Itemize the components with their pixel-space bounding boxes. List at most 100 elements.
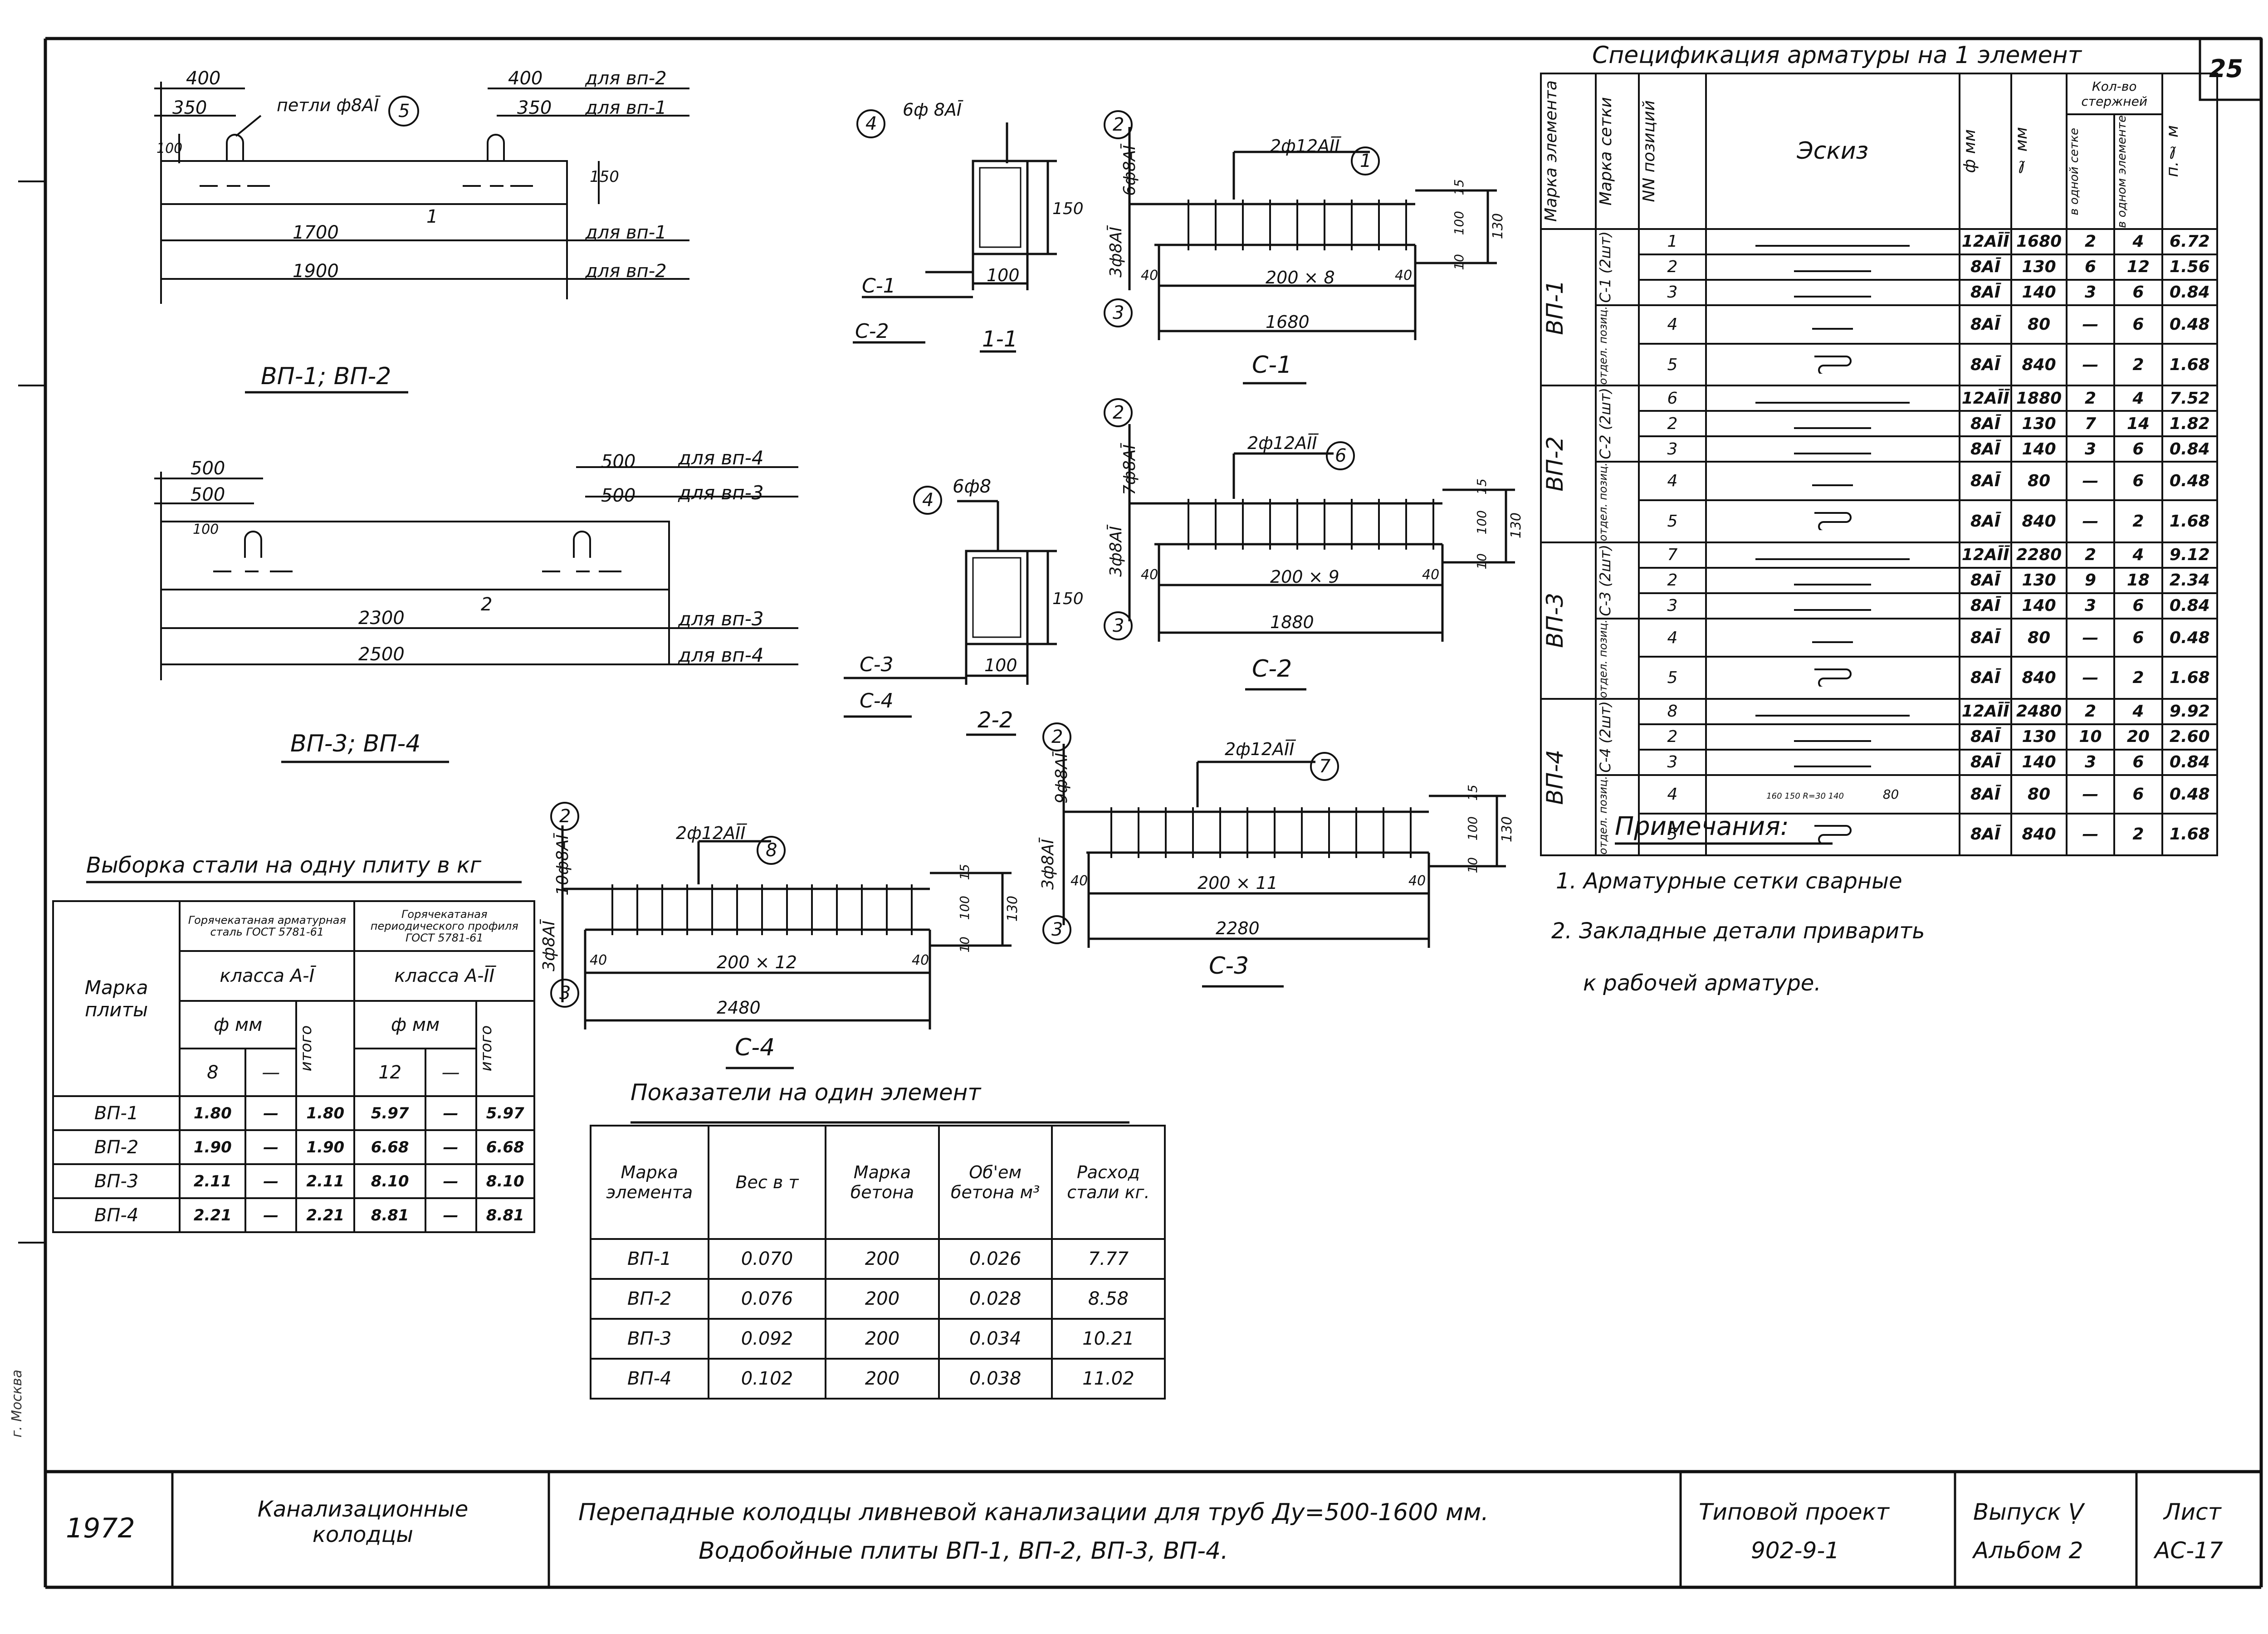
tb-sheet-code: АС-17 (2155, 1537, 2223, 1564)
tb-issue: Выпуск Ṿ (1973, 1499, 2084, 1525)
c4-edge-right: 40 (912, 952, 929, 968)
steel-value: — (424, 1129, 477, 1165)
spec-length: 140 (2010, 748, 2068, 776)
steel-h-dash2: — (424, 1048, 477, 1097)
spec-phi: 8АĪ (1958, 656, 2013, 700)
indicator-element-mark: ВП-4 (590, 1358, 709, 1400)
spec-in-element: 2 (2113, 656, 2163, 700)
indicator-header: Вес в т (707, 1125, 827, 1240)
spec-in-element: 12 (2113, 253, 2163, 281)
spec-mesh-mark: С-3 (2шт) (1597, 544, 1614, 616)
spec-separate-positions: отдел. позиц. (1597, 776, 1610, 855)
spec-length: 140 (2010, 592, 2068, 619)
spec-total: 0.48 (2161, 461, 2219, 502)
spec-length: 840 (2010, 342, 2068, 387)
notes-title: Примечания: (1615, 812, 1789, 841)
spec-in-element: 2 (2113, 342, 2163, 387)
spec-in-mesh: — (2065, 812, 2116, 857)
steel-value: — (244, 1129, 298, 1165)
section2-height: 150 (1052, 590, 1084, 608)
steel-value: — (244, 1163, 298, 1199)
spec-sketch (1705, 723, 1960, 751)
caption-vp3-vp4: ВП-3; ВП-4 (290, 730, 421, 757)
spec-length: 840 (2010, 656, 2068, 700)
steel-value: 8.10 (475, 1163, 535, 1199)
spec-in-element: 6 (2113, 278, 2163, 306)
c2-pos-3: 3 (1113, 615, 1124, 636)
spec-pos: 5 (1638, 342, 1707, 387)
mesh-c3 (1062, 744, 1506, 988)
spec-phi: 12АĪĪ (1958, 697, 2013, 725)
spec-h-in-element: в одном элементе (2115, 115, 2129, 228)
spec-length: 80 (2010, 461, 2068, 502)
section1-rebar: 6ф 8АĪ (903, 100, 962, 120)
spec-phi: 8АĪ (1958, 617, 2013, 658)
steel-value: — (244, 1197, 298, 1233)
sketch-dim: 140 (1828, 791, 1844, 801)
spec-h-count: Кол-во стержней (2065, 73, 2163, 115)
indicator-value: 200 (825, 1238, 940, 1280)
spec-phi: 12АĪĪ (1958, 385, 2013, 412)
spec-length: 2280 (2010, 541, 2068, 569)
spec-in-element: 6 (2113, 748, 2163, 776)
plan-vp3-vp4 (154, 466, 798, 680)
tb-desc-line1: Перепадные колодцы ливневой канализации … (578, 1499, 1489, 1526)
length-1700: 1700 (293, 222, 339, 243)
c2-top-rebar: 2ф12АĪĪ (1247, 433, 1317, 453)
spec-pos: 4 (1638, 617, 1707, 658)
spec-pos: 7 (1638, 541, 1707, 569)
plan-vp1-vp2 (154, 82, 689, 304)
spec-separate-positions: отдел. позиц. (1597, 306, 1610, 385)
steel-h-a1: Горячекатаная арматурная сталь ГОСТ 5781… (179, 900, 356, 952)
spec-title: Спецификация арматуры на 1 элемент (1592, 42, 2082, 69)
spec-in-mesh: 10 (2065, 723, 2116, 751)
section2-rebar: 6ф8 (953, 476, 992, 497)
tb-album: Альбом 2 (1973, 1537, 2083, 1564)
sketch-dim: 160 (1766, 791, 1782, 801)
spec-phi: 8АĪ (1958, 748, 2013, 776)
c1-span: 200 × 8 (1266, 268, 1335, 288)
spec-sketch (1705, 410, 1960, 438)
spec-element-mark: ВП-2 (1542, 436, 1568, 492)
spec-in-element: 2 (2113, 499, 2163, 543)
indicator-value: 10.21 (1051, 1318, 1166, 1360)
spec-length: 80 (2010, 304, 2068, 345)
spec-h-sketch: Эскиз (1705, 73, 1960, 230)
note-vp1-bottom: для вп-1 (585, 222, 667, 243)
spec-in-element: 4 (2113, 385, 2163, 412)
steel-value: — (424, 1163, 477, 1199)
indicator-element-mark: ВП-1 (590, 1238, 709, 1280)
spec-pos: 2 (1638, 723, 1707, 751)
steel-h-total2: итого (477, 1025, 495, 1072)
indicator-value: 0.102 (707, 1358, 827, 1400)
c2-edge-left: 40 (1141, 567, 1158, 583)
steel-plate-mark: ВП-1 (52, 1095, 181, 1131)
spec-total: 0.84 (2161, 435, 2219, 463)
spec-phi: 8АĪ (1958, 342, 2013, 387)
indicator-header: Марка элемента (590, 1125, 709, 1240)
indicator-value: 200 (825, 1278, 940, 1320)
caption-vp1-vp2: ВП-1; ВП-2 (261, 363, 391, 390)
section1-width: 100 (987, 265, 1020, 285)
indicator-value: 0.076 (707, 1278, 827, 1320)
c3-pos-2: 2 (1051, 727, 1063, 747)
c1-pos-3: 3 (1113, 302, 1124, 323)
spec-pos: 1 (1638, 228, 1707, 255)
dim-350-right: 350 (517, 98, 552, 118)
spec-phi: 8АĪ (1958, 774, 2013, 815)
spec-pos: 5 (1638, 499, 1707, 543)
note-1: 1. Арматурные сетки сварные (1556, 868, 1902, 894)
c1-h10: 10 (1452, 254, 1466, 270)
spec-length: 140 (2010, 435, 2068, 463)
steel-value: — (424, 1197, 477, 1233)
c3-pos-3: 3 (1051, 919, 1063, 940)
margin-city: г. Москва (9, 1370, 25, 1438)
